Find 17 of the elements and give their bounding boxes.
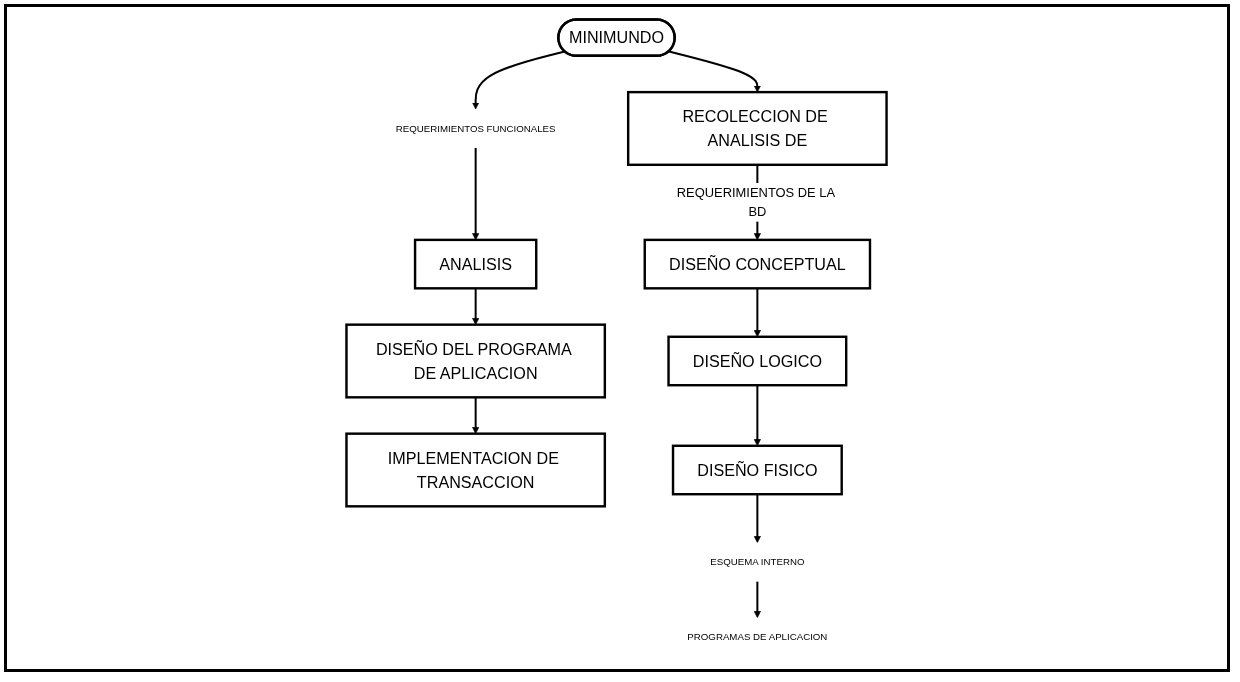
node-text: REQUERIMIENTOS FUNCIONALES bbox=[396, 122, 556, 135]
arrow bbox=[754, 581, 762, 619]
arrow bbox=[754, 494, 762, 543]
node-box: DISEÑO DEL PROGRAMA DE APLICACION bbox=[345, 323, 607, 399]
node-text: ESQUEMA INTERNO bbox=[710, 556, 805, 568]
node-box: IMPLEMENTACION DE TRANSACCION bbox=[345, 432, 607, 508]
node-box: DISEÑO LOGICO bbox=[667, 335, 848, 387]
node-box: RECOLECCION DE ANALISIS DE bbox=[627, 90, 889, 166]
arrow bbox=[472, 397, 480, 434]
node-box: ANALISIS bbox=[414, 238, 538, 290]
arrow bbox=[669, 50, 762, 93]
arrow bbox=[472, 50, 566, 110]
arrow bbox=[472, 288, 480, 325]
node-box: DISEÑO CONCEPTUAL bbox=[644, 238, 872, 290]
node-text: PROGRAMAS DE APLICACION bbox=[687, 631, 828, 643]
edge-label: REQUERIMIENTOS DE LA BD bbox=[677, 185, 835, 219]
node-box: DISEÑO FISICO bbox=[672, 444, 844, 496]
